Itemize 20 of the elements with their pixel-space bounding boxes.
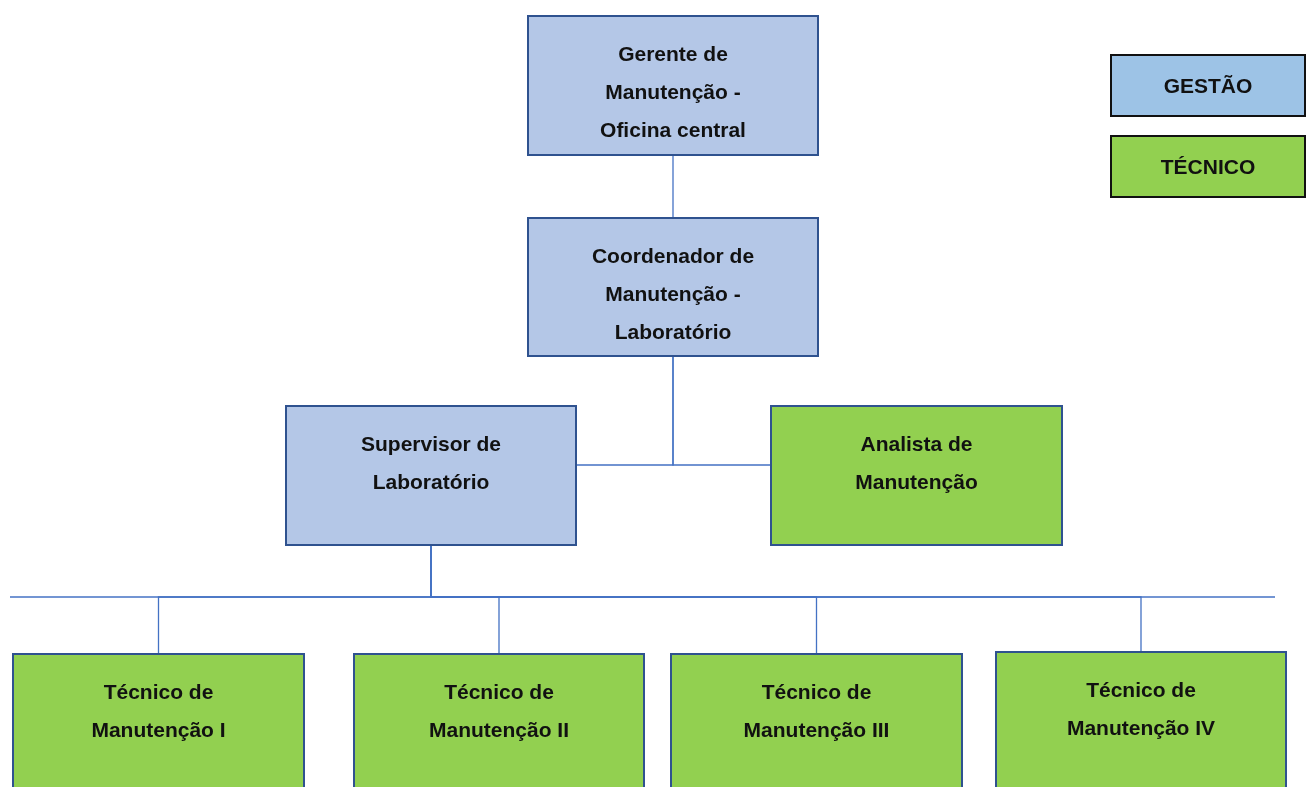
connector-line bbox=[672, 155, 674, 218]
org-box bbox=[770, 405, 1063, 546]
org-box bbox=[527, 15, 819, 156]
org-box bbox=[353, 653, 645, 787]
role-title: Supervisor de Laboratório bbox=[359, 431, 503, 495]
role-title: Técnico de Manutenção IV bbox=[1065, 677, 1217, 741]
org-box bbox=[527, 217, 819, 357]
org-box bbox=[285, 405, 577, 546]
legend-label: TÉCNICO bbox=[1159, 154, 1257, 179]
role-title: Técnico de Manutenção III bbox=[742, 679, 891, 743]
role-title: Analista de Manutenção bbox=[854, 431, 979, 495]
role-title: Técnico de Manutenção I bbox=[90, 679, 227, 743]
legend-label: GESTÃO bbox=[1162, 73, 1254, 98]
role-title: Técnico de Manutenção II bbox=[428, 679, 570, 743]
connector-line bbox=[672, 356, 771, 466]
role-title: Coordenador de Manutenção - Laboratório bbox=[590, 243, 756, 345]
org-box bbox=[670, 653, 963, 787]
org-box bbox=[995, 651, 1287, 787]
role-title: Gerente de Manutenção - Oficina central bbox=[599, 41, 747, 143]
org-box bbox=[12, 653, 305, 787]
